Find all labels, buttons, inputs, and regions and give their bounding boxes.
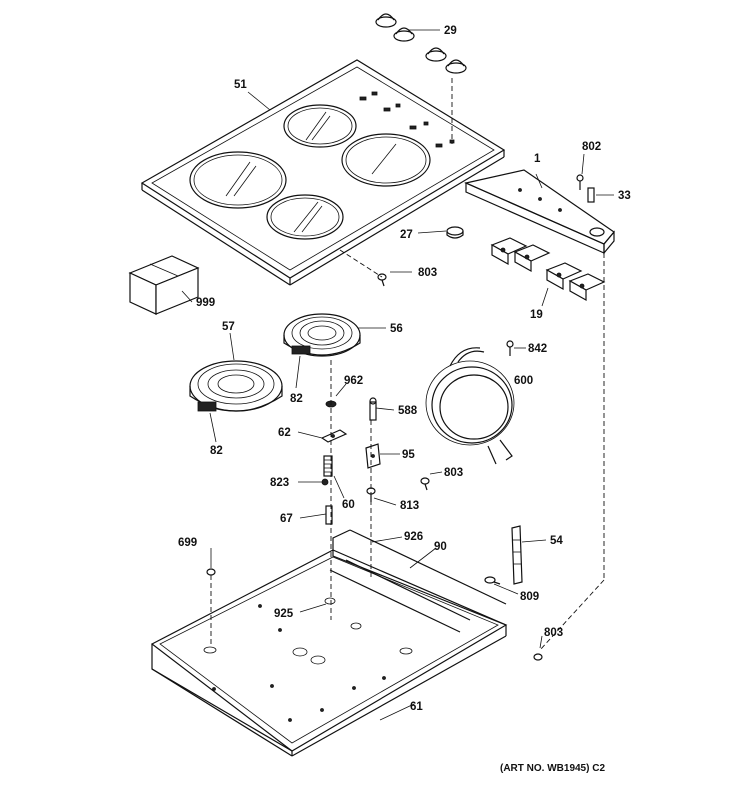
- screw-803-bottom: [533, 653, 543, 661]
- callout-699: 699: [178, 537, 197, 549]
- infinite-switches: [490, 237, 606, 302]
- callout-813: 813: [400, 500, 419, 512]
- assembly-lines: [210, 78, 605, 651]
- screw-33: [587, 187, 595, 203]
- sensor-588: [369, 397, 377, 421]
- parts-box: [128, 255, 200, 315]
- surface-unit-56: [283, 313, 361, 357]
- callout-588: 588: [398, 405, 418, 417]
- screw-842: [506, 340, 514, 356]
- nut-823: [321, 478, 329, 486]
- callout-56: 56: [390, 323, 403, 335]
- callout-67: 67: [280, 513, 293, 525]
- callout-62: 62: [278, 427, 291, 439]
- callout-95: 95: [402, 449, 415, 461]
- callout-999: 999: [196, 297, 215, 309]
- callout-27: 27: [400, 229, 413, 241]
- bracket-95: [365, 443, 381, 469]
- bracket-62: [320, 429, 348, 443]
- leader-lines: [181, 29, 614, 721]
- grommet-27: [446, 226, 464, 239]
- screw-809: [484, 576, 501, 585]
- callout-842: 842: [528, 343, 547, 355]
- callout-51: 51: [234, 79, 247, 91]
- callout-926: 926: [404, 531, 423, 543]
- callout-925: 925: [274, 608, 294, 620]
- screw-803-top: [377, 273, 387, 287]
- burner-box: [150, 529, 508, 757]
- callout-82-lower: 82: [210, 445, 223, 457]
- callout-962: 962: [344, 375, 363, 387]
- callout-labels: 29 51 1 802 33 27 803 999 19 57 56 842 8…: [178, 25, 631, 774]
- callout-90: 90: [434, 541, 447, 553]
- callout-1: 1: [534, 153, 541, 165]
- callout-19: 19: [530, 309, 543, 321]
- spring-60: [323, 455, 333, 477]
- wire-harness: [425, 347, 515, 465]
- callout-29: 29: [444, 25, 457, 37]
- callout-803-bottom: 803: [544, 627, 563, 639]
- callout-809: 809: [520, 591, 539, 603]
- surface-unit-57: [189, 360, 283, 412]
- control-knobs: [375, 13, 467, 74]
- callout-802: 802: [582, 141, 601, 153]
- screw-699: [206, 568, 216, 576]
- strap-54: [511, 525, 523, 585]
- glass-cooktop: [140, 59, 506, 286]
- callout-57: 57: [222, 321, 235, 333]
- screw-802: [576, 174, 584, 190]
- screw-803-mid: [420, 477, 430, 491]
- callout-61: 61: [410, 701, 423, 713]
- callout-82-upper: 82: [290, 393, 303, 405]
- callout-33: 33: [618, 190, 631, 202]
- callout-803-mid: 803: [444, 467, 463, 479]
- callout-60: 60: [342, 499, 355, 511]
- stud-67: [325, 505, 333, 525]
- callout-600: 600: [514, 375, 533, 387]
- art-number: (ART NO. WB1945) C2: [500, 763, 605, 774]
- callout-823: 823: [270, 477, 289, 489]
- callout-54: 54: [550, 535, 563, 547]
- callout-803-top: 803: [418, 267, 437, 279]
